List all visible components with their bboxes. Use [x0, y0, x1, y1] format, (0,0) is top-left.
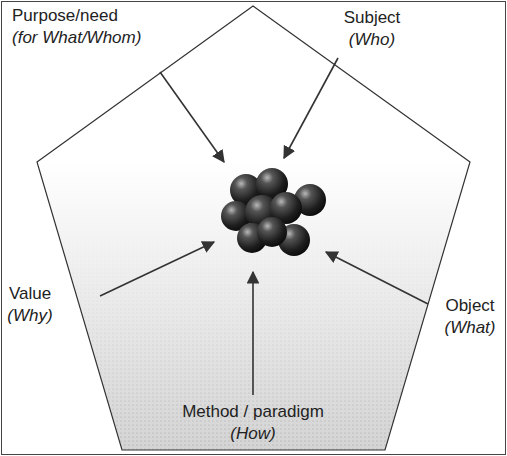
axis-label: (How)	[230, 424, 275, 444]
sphere-cluster	[221, 168, 326, 256]
axis-label: Method / paradigm	[182, 402, 324, 422]
axis-label: (Who)	[349, 30, 395, 50]
arrows	[100, 58, 428, 395]
axis-label: Subject	[344, 8, 401, 28]
axis-label: (What)	[445, 318, 496, 338]
pentagon-fill	[37, 6, 470, 450]
axis-label: Object	[445, 296, 494, 316]
axis-label: (Why)	[7, 306, 52, 326]
axis-label: (for What/Whom)	[12, 28, 141, 48]
axis-label: Purpose/need	[12, 6, 118, 26]
pentagon-outline	[37, 6, 470, 450]
axis-label: Value	[9, 284, 51, 304]
stipple	[37, 6, 470, 450]
